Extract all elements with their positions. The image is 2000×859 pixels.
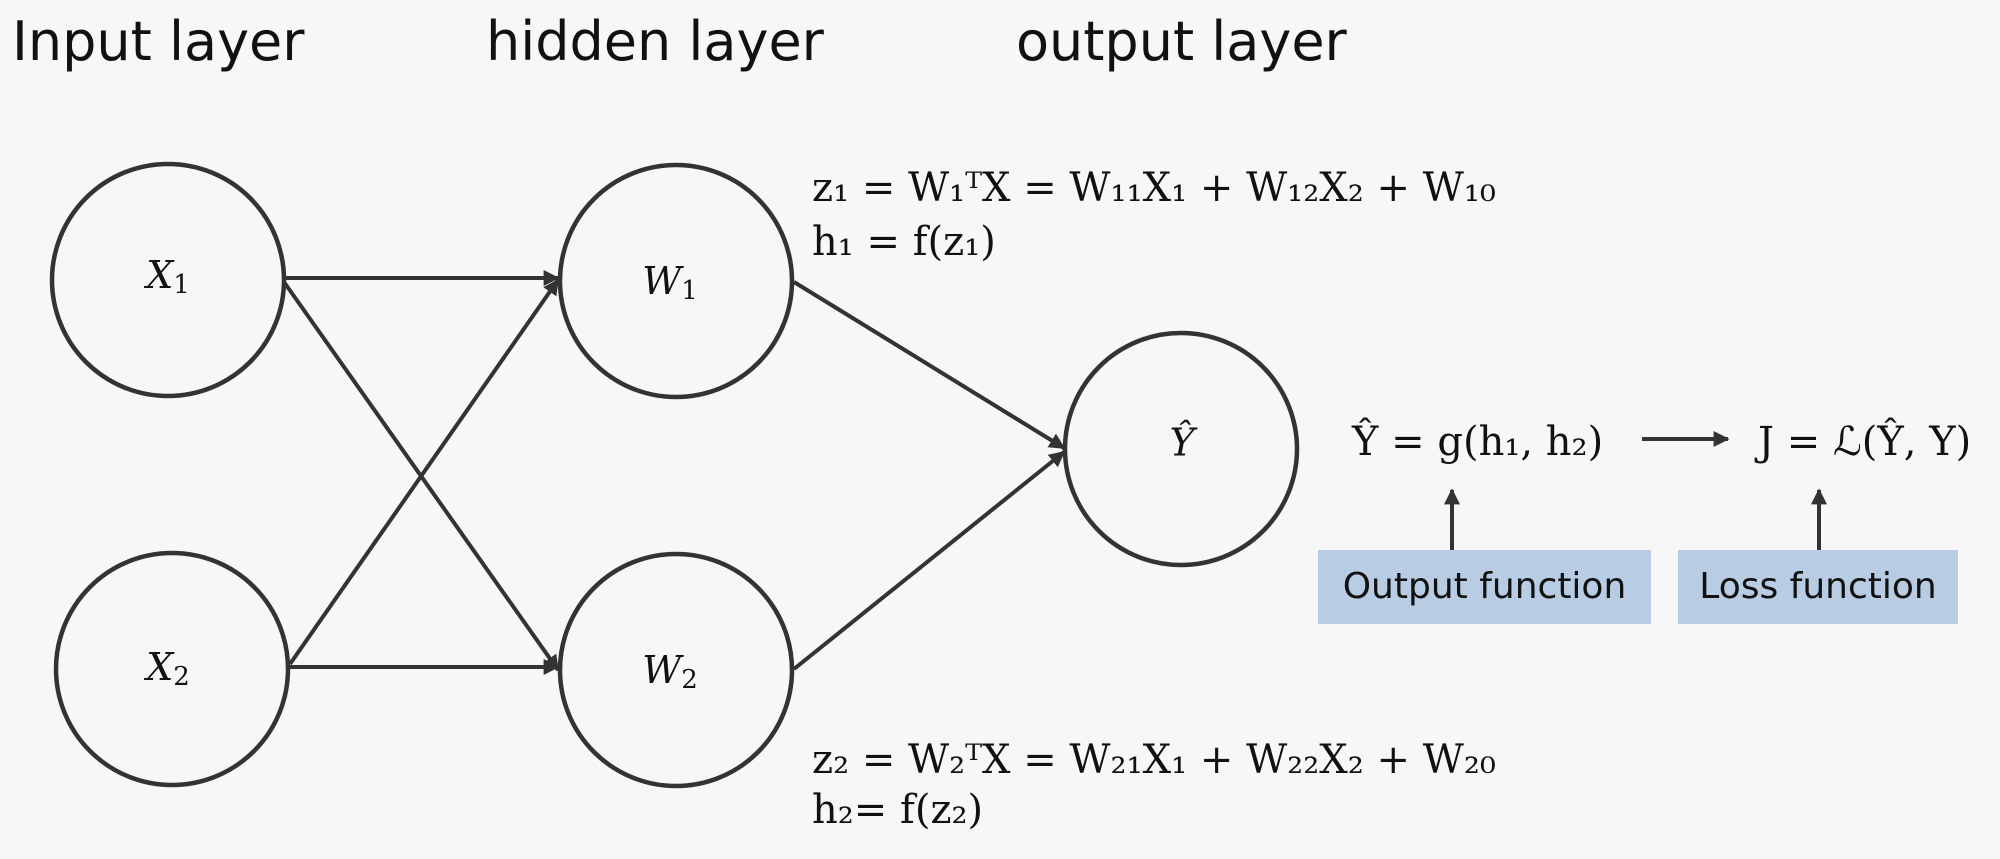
node-x2-label: X2 xyxy=(143,645,190,693)
node-x1-label: X1 xyxy=(143,253,190,301)
node-w1 xyxy=(557,162,795,400)
node-w1-label: W1 xyxy=(642,259,698,307)
loss-function-box: Loss function xyxy=(1678,550,1958,624)
output-layer-title: output layer xyxy=(1016,10,1347,73)
edge-w1-y xyxy=(792,280,1066,450)
edge-w2-y xyxy=(792,450,1066,671)
node-y-hat-label: Ŷ xyxy=(1169,421,1198,465)
edge-x2-w1 xyxy=(288,278,560,666)
node-x2 xyxy=(53,550,291,788)
loss-equation: J = ℒ(Ŷ, Y) xyxy=(1758,419,1972,465)
hidden-layer-title: hidden layer xyxy=(486,10,824,73)
node-w2 xyxy=(557,551,795,789)
h1-equation: h₁ = f(z₁) xyxy=(812,219,996,265)
node-y-hat xyxy=(1062,330,1300,568)
node-w2-label: W2 xyxy=(642,648,698,696)
z2-equation: z₂ = W₂ᵀX = W₂₁X₁ + W₂₂X₂ + W₂₀ xyxy=(812,737,1496,783)
input-layer-title: Input layer xyxy=(12,10,305,73)
h2-equation: h₂= f(z₂) xyxy=(812,787,984,833)
output-equation: Ŷ = g(h₁, h₂) xyxy=(1352,419,1604,465)
node-x1 xyxy=(49,161,287,399)
z1-equation: z₁ = W₁ᵀX = W₁₁X₁ + W₁₂X₂ + W₁₀ xyxy=(812,165,1496,211)
output-function-box: Output function xyxy=(1318,550,1651,624)
